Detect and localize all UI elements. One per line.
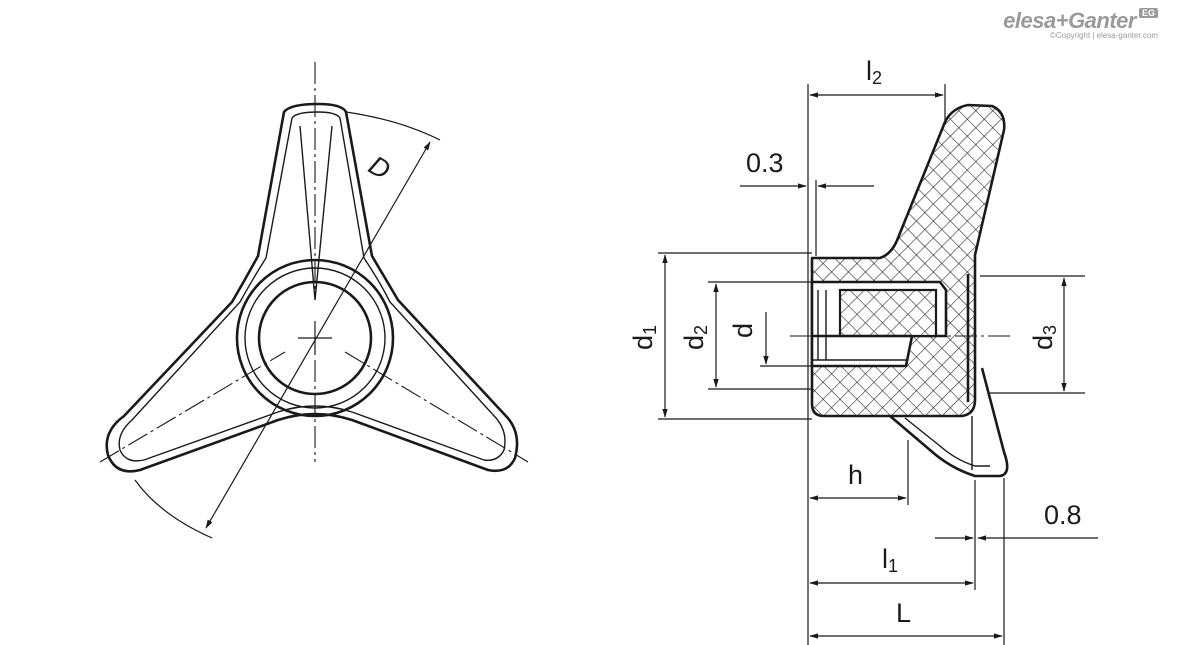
centerline-left-lobe (99, 351, 286, 463)
svg-text:d2: d2 (679, 325, 711, 350)
label-L: L (896, 598, 911, 628)
D-dimension-line (205, 141, 431, 529)
knob-inner-outline (118, 111, 506, 462)
D-extension-arc-bottom (134, 479, 213, 539)
svg-text:d1: d1 (628, 325, 660, 350)
svg-text:d: d (728, 323, 758, 338)
front-view: D (99, 62, 529, 539)
label-0.3: 0.3 (746, 148, 784, 178)
label-0.8: 0.8 (1044, 500, 1082, 530)
label-d1: d1 (628, 325, 660, 350)
label-d2: d2 (679, 325, 711, 350)
label-l2: l2 (866, 56, 882, 88)
D-extension-arc-top (345, 111, 441, 141)
label-h: h (848, 460, 863, 490)
top-lobe-rib (299, 125, 333, 301)
section-view: l2 0.3 d1 d2 d d3 h 0.8 l1 L (628, 56, 1098, 645)
label-D: D (364, 150, 396, 186)
label-d3: d3 (1028, 325, 1060, 350)
centerline-right-lobe (344, 351, 529, 463)
logo-badge: EG (1138, 8, 1158, 18)
knob-outline (105, 102, 519, 473)
svg-text:d3: d3 (1028, 325, 1060, 350)
label-d: d (728, 323, 758, 338)
logo-text: elesa+Ganter (1003, 8, 1136, 33)
logo-copyright: ©Copyright | elesa-ganter.com (1049, 31, 1158, 40)
label-l1: l1 (882, 544, 898, 576)
lower-lobe-outline (889, 367, 1009, 478)
lower-lobe-inner (904, 417, 990, 467)
threaded-insert (838, 288, 938, 338)
